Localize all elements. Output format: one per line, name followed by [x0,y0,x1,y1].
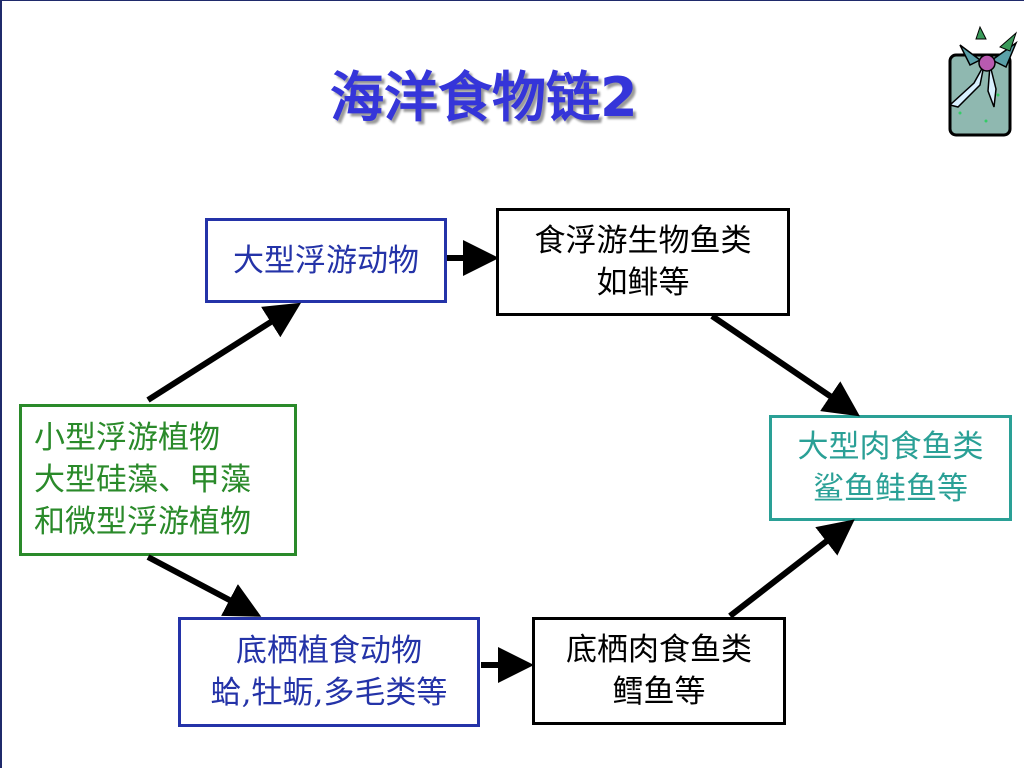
node-large-zooplankton: 大型浮游动物 [205,218,447,303]
node-large-carnivorous-fish-line-2: 鲨鱼鲑鱼等 [813,471,968,507]
node-planktivorous-fish-line-1: 食浮游生物鱼类 [534,223,752,259]
node-large-carnivorous-fish-line-1: 大型肉食鱼类 [797,429,984,465]
node-phytoplankton-line-1: 小型浮游植物 [34,420,220,456]
node-phytoplankton-line-2: 大型硅藻、甲藻 [34,462,251,498]
node-benthic-herbivores-line-1: 底栖植食动物 [236,633,422,669]
node-benthic-herbivores: 底栖植食动物 蛤,牡蛎,多毛类等 [178,617,480,727]
arrow-phytoplankton-to-benthic-herbivores [146,554,262,617]
node-benthic-herbivores-line-2: 蛤,牡蛎,多毛类等 [210,675,448,711]
slide-title: 海洋食物链2 [330,66,638,129]
node-benthic-carnivorous-fish: 底栖肉食鱼类 鳕鱼等 [532,617,786,725]
slide-top-border [0,0,1024,1]
ribbon-bow-icon [948,25,1018,137]
slide-left-border [0,0,2,768]
node-large-carnivorous-fish: 大型肉食鱼类 鲨鱼鲑鱼等 [769,415,1012,521]
node-planktivorous-fish-line-2: 如鲱等 [596,265,690,301]
arrow-benthic-carnivorous-fish-to-large-carnivorous-fish [728,519,855,619]
arrow-planktivorous-fish-to-large-carnivorous-fish [710,313,860,417]
node-phytoplankton-line-3: 和微型浮游植物 [34,504,251,540]
arrow-phytoplankton-to-large-zooplankton [146,302,302,403]
node-benthic-carnivorous-fish-line-1: 底栖肉食鱼类 [566,632,752,668]
node-benthic-carnivorous-fish-line-2: 鳕鱼等 [612,674,706,710]
node-phytoplankton: 小型浮游植物 大型硅藻、甲藻 和微型浮游植物 [19,404,297,556]
node-large-zooplankton-line-1: 大型浮游动物 [233,242,419,279]
